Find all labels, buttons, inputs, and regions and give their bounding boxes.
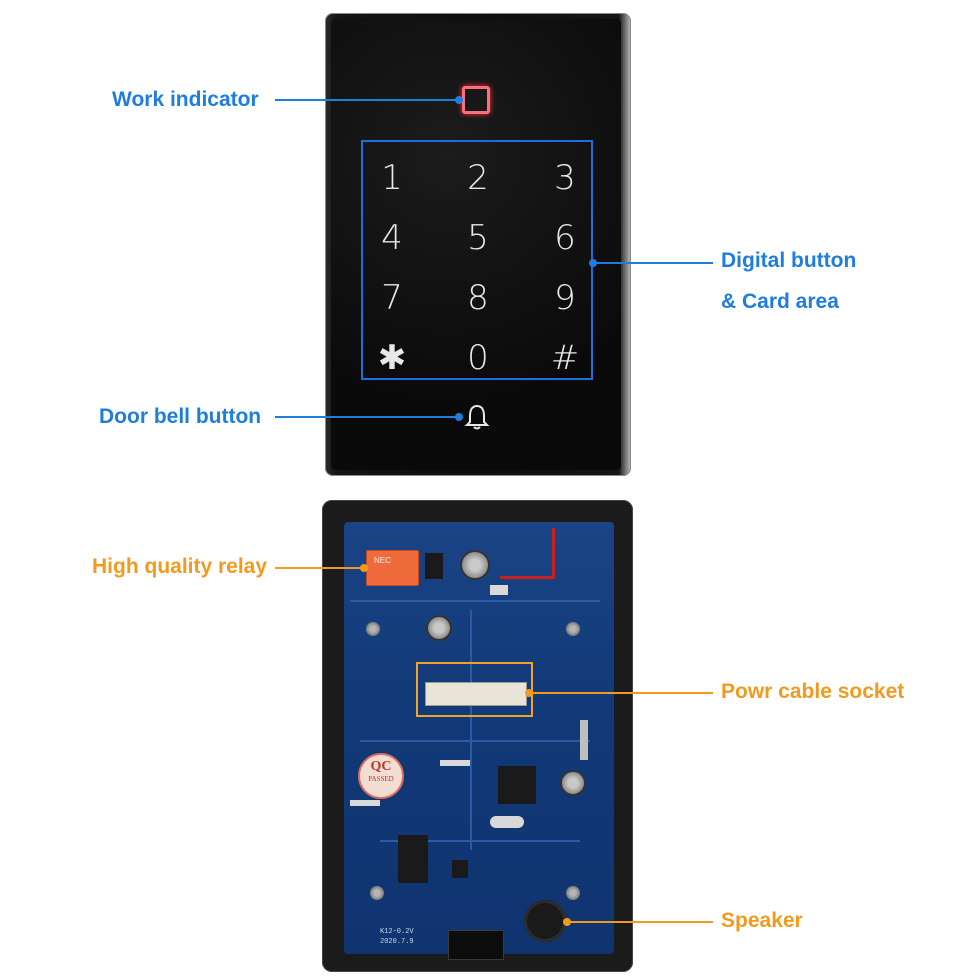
key-2[interactable]: 2	[467, 158, 489, 198]
callout-relay: High quality relay	[92, 555, 268, 578]
power-cable-socket	[425, 682, 527, 706]
key-0[interactable]: 0	[467, 338, 489, 378]
qc-text: QC	[370, 759, 392, 774]
callout-dot	[525, 689, 533, 697]
callout-dot	[455, 96, 463, 104]
key-3[interactable]: 3	[554, 158, 576, 198]
callout-work-indicator: Work indicator	[112, 88, 259, 111]
pcb-board	[344, 522, 614, 954]
case-tab	[448, 930, 504, 960]
work-indicator-light	[462, 86, 490, 114]
callout-door-bell: Door bell button	[99, 405, 262, 428]
pcb-trace	[360, 740, 590, 742]
connector-white	[490, 585, 508, 595]
key-hash[interactable]: #	[550, 338, 580, 378]
capacitor	[560, 770, 586, 796]
bell-icon[interactable]	[462, 402, 492, 432]
callout-dot	[455, 413, 463, 421]
callout-dot	[589, 259, 597, 267]
callout-line	[275, 99, 459, 101]
red-wire	[500, 576, 555, 579]
screw	[366, 622, 380, 636]
relay-marking: NEC	[374, 556, 391, 565]
capacitor	[426, 615, 452, 641]
speaker	[524, 900, 566, 942]
smd-components	[440, 760, 470, 766]
key-9[interactable]: 9	[554, 278, 576, 318]
callout-line	[275, 567, 365, 569]
microcontroller-chip	[498, 766, 536, 804]
key-1[interactable]: 1	[381, 158, 403, 198]
callout-line	[568, 921, 713, 923]
key-4[interactable]: 4	[381, 218, 403, 258]
callout-card-area: & Card area	[721, 290, 839, 313]
callout-dot	[360, 564, 368, 572]
key-5[interactable]: 5	[467, 218, 489, 258]
key-7[interactable]: 7	[381, 278, 403, 318]
callout-line	[595, 262, 713, 264]
callout-speaker: Speaker	[721, 909, 803, 932]
callout-digital-button: Digital button	[721, 249, 857, 272]
pcb-trace	[380, 840, 580, 842]
smd-components	[350, 800, 380, 806]
qc-passed-text: PASSED	[368, 775, 394, 783]
callout-line	[275, 416, 459, 418]
capacitor	[460, 550, 490, 580]
relay: NEC	[366, 550, 419, 586]
transistor	[452, 860, 468, 878]
key-star[interactable]: ✱	[377, 338, 407, 378]
ic-chip	[398, 835, 428, 883]
board-version: K12-0.2V	[380, 928, 414, 936]
crystal-oscillator	[490, 816, 524, 828]
callout-line	[530, 692, 713, 694]
board-date: 2020.7.9	[380, 938, 414, 946]
key-6[interactable]: 6	[554, 218, 576, 258]
keypad-front-panel	[325, 13, 631, 476]
key-8[interactable]: 8	[467, 278, 489, 318]
screw	[566, 886, 580, 900]
red-wire	[552, 528, 555, 578]
callout-dot	[563, 918, 571, 926]
callout-power-socket: Powr cable socket	[721, 680, 905, 703]
front-panel-surface	[331, 19, 621, 470]
screw	[566, 622, 580, 636]
voltage-regulator	[425, 553, 443, 579]
screw	[370, 886, 384, 900]
pcb-trace	[350, 600, 600, 602]
header-pins	[580, 720, 588, 760]
qc-passed-sticker: QC PASSED	[358, 753, 404, 799]
pcb-trace	[470, 610, 472, 850]
